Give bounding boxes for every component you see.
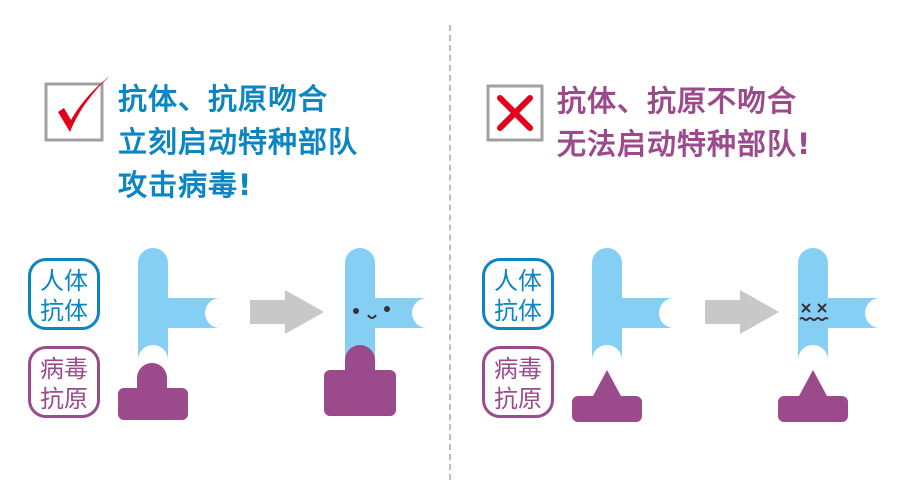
label-line: 病毒 bbox=[40, 355, 88, 383]
antibody-label: 人体 抗体 bbox=[28, 258, 100, 330]
label-line: 人体 bbox=[40, 267, 88, 295]
happy-face-icon bbox=[353, 306, 390, 319]
checkbox-cross-icon bbox=[486, 84, 544, 142]
label-line: 抗体 bbox=[494, 297, 542, 325]
match-headline: 抗体、抗原吻合 立刻启动特种部队 攻击病毒! bbox=[118, 78, 358, 207]
checkbox-checked-icon bbox=[44, 76, 110, 142]
antigen-spike-shape bbox=[572, 370, 642, 422]
label-line: 抗原 bbox=[40, 385, 88, 413]
no-match-headline: 抗体、抗原不吻合 无法启动特种部队! bbox=[557, 80, 811, 166]
antigen-round-shape bbox=[118, 363, 188, 420]
headline-line: 立刻启动特种部队 bbox=[118, 125, 359, 159]
antibody-bound-happy bbox=[324, 248, 427, 416]
label-line: 病毒 bbox=[494, 355, 542, 383]
antibody-shape bbox=[118, 248, 220, 420]
antigen-label: 病毒 抗原 bbox=[28, 346, 100, 418]
antigen-label: 病毒 抗原 bbox=[482, 346, 554, 418]
label-line: 抗体 bbox=[40, 297, 88, 325]
dizzy-face-icon bbox=[799, 303, 829, 321]
arrow-right-icon bbox=[250, 290, 324, 334]
label-line: 人体 bbox=[494, 267, 542, 295]
arrow-right-icon bbox=[705, 290, 779, 334]
headline-line: 抗体、抗原不吻合 bbox=[557, 84, 798, 118]
antibody-shape bbox=[572, 248, 674, 422]
headline-line: 抗体、抗原吻合 bbox=[118, 82, 329, 116]
headline-line: 无法启动特种部队! bbox=[557, 127, 812, 161]
headline-line: 攻击病毒! bbox=[118, 168, 253, 202]
panel-divider bbox=[449, 25, 451, 480]
antibody-label: 人体 抗体 bbox=[482, 258, 554, 330]
antibody-unbound-dizzy bbox=[778, 248, 880, 422]
label-line: 抗原 bbox=[494, 385, 542, 413]
